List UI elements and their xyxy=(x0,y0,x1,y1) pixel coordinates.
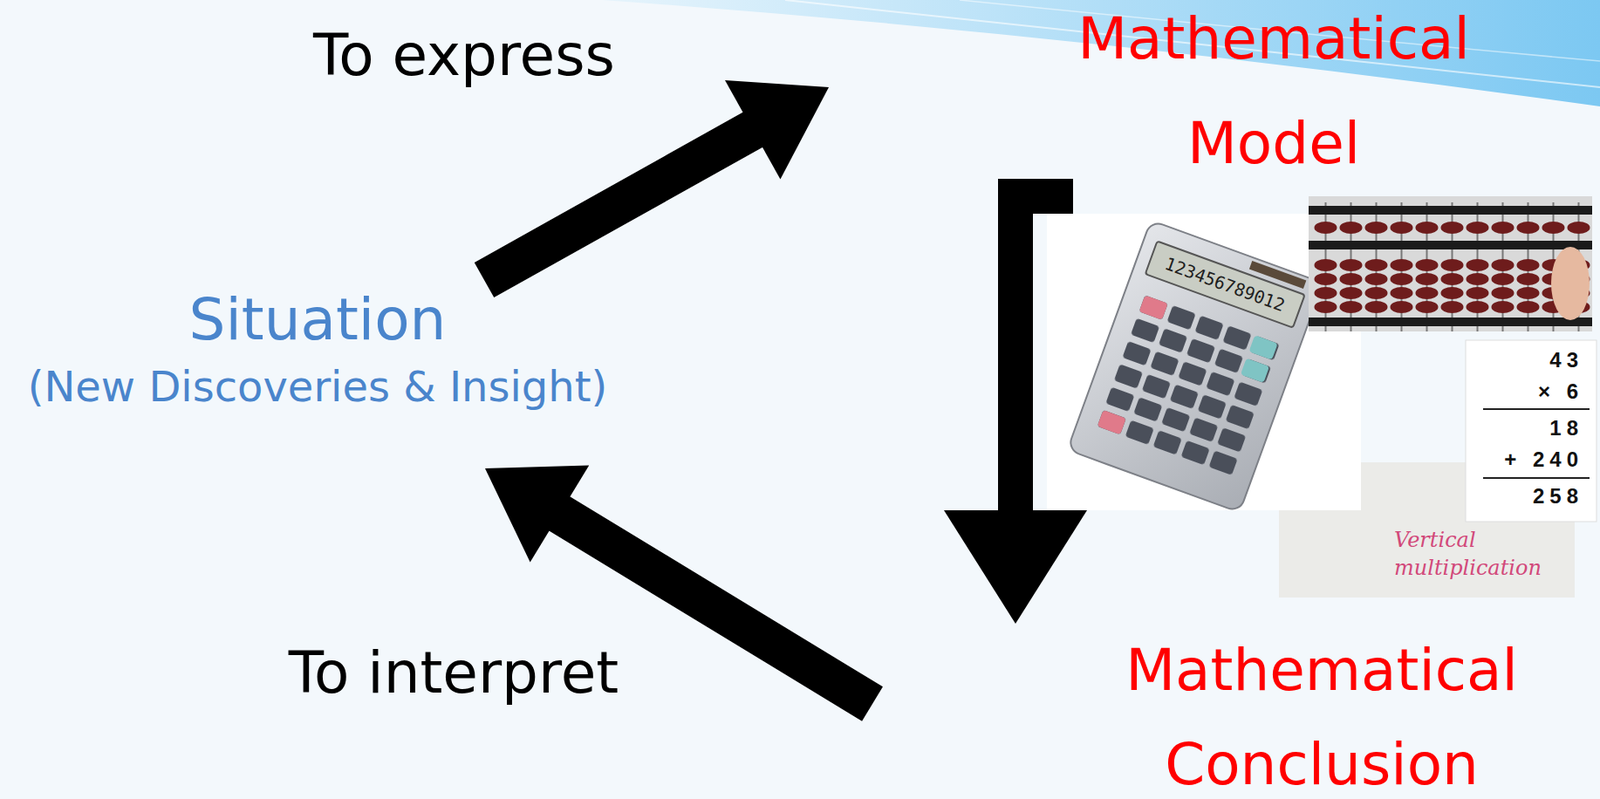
concept-box: Mathematical Conclusion xyxy=(872,623,1553,799)
multiplication-card xyxy=(1465,340,1597,522)
multiplication-digit: × 6 xyxy=(1468,378,1584,405)
node-title: Situation xyxy=(3,280,632,361)
node-subtitle: (New Discoveries & Insight) xyxy=(3,360,632,413)
multiplication-digit: + 240 xyxy=(1468,446,1584,473)
edge-label: To interpret xyxy=(261,638,646,709)
multiplication-digit: 43 xyxy=(1468,347,1584,374)
node-title: Mathematical Model xyxy=(1046,0,1501,197)
arrow-shaft xyxy=(484,127,757,281)
arrow-head xyxy=(724,80,829,179)
abacus-photo xyxy=(1308,196,1593,332)
multiplication-digit: 258 xyxy=(1468,483,1584,510)
flow-arrow xyxy=(484,80,829,281)
edge-label: To express xyxy=(307,20,622,91)
arrow-head xyxy=(485,464,589,562)
arrow-head xyxy=(943,510,1088,624)
node-title: Mathematical Conclusion xyxy=(1090,623,1553,799)
multiplication-digit: 18 xyxy=(1468,415,1584,442)
handwritten-note: Vertical multiplication xyxy=(1394,526,1569,582)
concept-box: Mathematical Model xyxy=(828,0,1501,197)
concept-box: Situation(New Discoveries & Insight) xyxy=(3,280,632,469)
